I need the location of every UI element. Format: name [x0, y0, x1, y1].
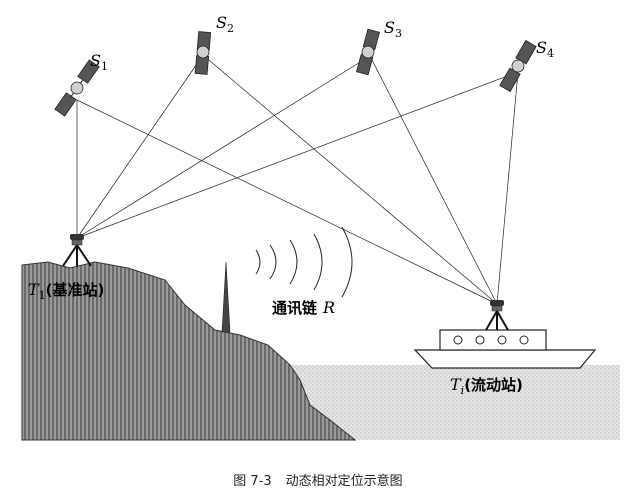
signal-lines — [76, 54, 519, 305]
radio-tower — [221, 261, 231, 333]
figure-number: 图 7-3 — [233, 474, 272, 489]
rover-receiver — [485, 300, 509, 331]
figure-caption: 图 7-3 动态相对定位示意图 — [0, 470, 636, 489]
satellite-s2 — [194, 31, 212, 75]
label-s4: S4 — [536, 38, 554, 60]
satellite-s3 — [356, 28, 380, 76]
rover-boat — [413, 329, 597, 369]
rover-station-label: Ti(流动站) — [450, 375, 523, 397]
figure-title: 动态相对定位示意图 — [285, 474, 403, 489]
satellite-s1 — [54, 59, 100, 117]
sea-area — [290, 365, 620, 440]
comm-link-waves — [255, 226, 353, 298]
base-station-label: T1(基准站) — [28, 280, 104, 302]
base-station-receiver — [62, 234, 92, 267]
label-s3: S3 — [384, 18, 402, 40]
coastal-land — [21, 261, 357, 441]
label-s1: S1 — [90, 51, 108, 73]
label-s2: S2 — [216, 13, 234, 35]
satellite-s4 — [499, 39, 537, 93]
